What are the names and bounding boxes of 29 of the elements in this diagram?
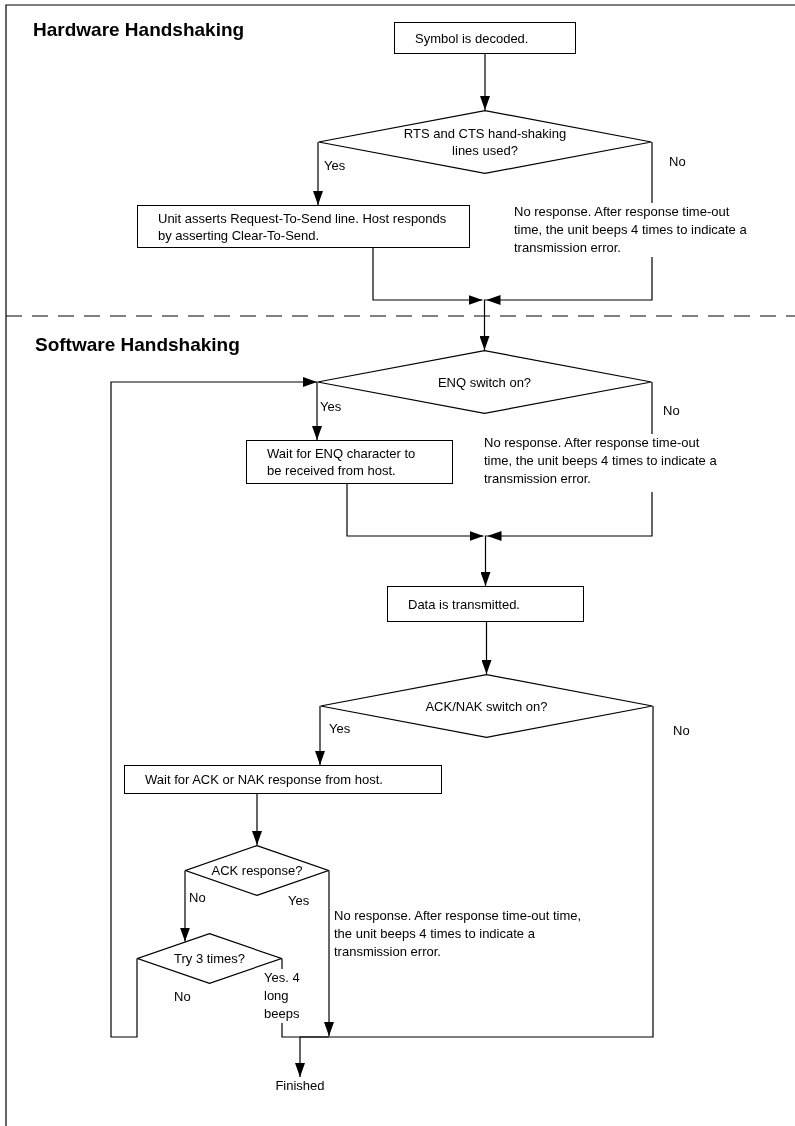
flow-arrow (110, 377, 318, 1038)
end-label: Finished (266, 1077, 334, 1097)
note-text: No response. After response time-out time, the unit beeps 4 times to indicate a transmission error. (484, 434, 730, 492)
flow-arrow (486, 491, 653, 541)
process-box: Data is transmitted. (387, 586, 584, 622)
flow-arrow (346, 483, 485, 541)
section-heading: Software Handshaking (35, 333, 240, 357)
flow-arrow (480, 535, 491, 587)
process-box: Wait for ENQ character to be received from host. (246, 440, 453, 484)
flow-arrow (485, 256, 653, 305)
note-text: No response. After response time-out time, the unit beeps 4 times to indicate a transmission error. (334, 907, 583, 961)
flow-arrow (480, 53, 490, 111)
flow-arrow (372, 247, 484, 305)
connector-line (651, 381, 653, 435)
flow-arrow (479, 299, 490, 351)
flow-arrow (312, 381, 322, 441)
flow-arrow (252, 793, 262, 846)
flow-arrow (295, 1036, 330, 1078)
flow-arrow (180, 869, 190, 943)
flow-arrow (315, 705, 325, 766)
process-box: Unit asserts Request-To-Send line. Host responds by asserting Clear-To-Send. (137, 205, 470, 248)
flow-arrow (324, 869, 334, 1037)
process-box: Wait for ACK or NAK response from host. (124, 765, 442, 794)
section-heading: Hardware Handshaking (33, 18, 245, 42)
flow-arrow (481, 621, 492, 675)
connector-line (651, 141, 653, 204)
process-box: Symbol is decoded. (394, 22, 576, 54)
note-text: No response. After response time-out time, the unit beeps 4 times to indicate a transmission error. (514, 203, 758, 257)
flow-arrow (313, 141, 323, 206)
